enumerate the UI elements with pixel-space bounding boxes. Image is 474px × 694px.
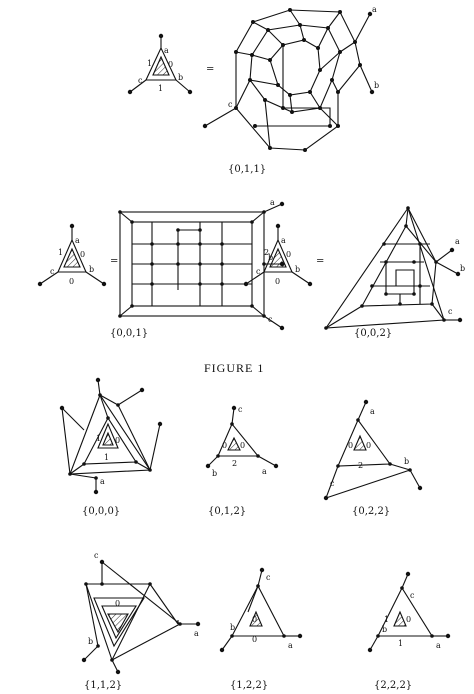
svg-text:0: 0 <box>222 441 227 450</box>
equals-sign: = <box>206 64 214 75</box>
graph-222: c b a 1 0 1 <box>367 571 451 653</box>
svg-text:1: 1 <box>104 453 109 462</box>
svg-text:b: b <box>460 264 465 273</box>
svg-text:2: 2 <box>232 459 237 468</box>
graph-000: 1 0 1 a <box>59 377 163 495</box>
svg-text:b: b <box>404 457 409 466</box>
caption-002: {0,0,2} <box>354 328 392 339</box>
caption-222: {2,2,2} <box>374 680 412 691</box>
svg-text:2: 2 <box>264 248 269 257</box>
svg-text:c: c <box>50 267 55 276</box>
svg-text:a: a <box>270 198 275 207</box>
equals-sign-3: = <box>316 256 324 267</box>
caption-012: {0,1,2} <box>208 506 246 517</box>
graph-012: c b a 0 0 2 <box>205 405 279 478</box>
equals-sign-2: = <box>110 256 118 267</box>
svg-text:1: 1 <box>398 639 403 648</box>
svg-text:1: 1 <box>158 84 163 93</box>
svg-text:b: b <box>89 265 94 274</box>
svg-text:b: b <box>374 81 379 90</box>
svg-text:a: a <box>100 477 105 486</box>
svg-text:b: b <box>212 469 217 478</box>
svg-text:b: b <box>178 73 183 82</box>
svg-text:2: 2 <box>358 461 363 470</box>
svg-text:1: 1 <box>58 248 63 257</box>
svg-text:0: 0 <box>348 441 353 450</box>
svg-text:b: b <box>230 623 235 632</box>
graph-022: a b c 0 0 2 <box>323 399 423 501</box>
svg-text:b: b <box>295 265 300 274</box>
svg-text:0: 0 <box>69 277 74 286</box>
svg-text:c: c <box>228 100 233 109</box>
graph-122: c b a 0 0 <box>219 567 303 653</box>
svg-text:0: 0 <box>80 250 85 259</box>
svg-text:b: b <box>88 637 93 646</box>
figure-label: FIGURE 1 <box>204 361 264 375</box>
svg-text:a: a <box>194 629 199 638</box>
svg-text:a: a <box>164 46 169 55</box>
svg-text:0: 0 <box>115 436 120 445</box>
graph-001: a b c <box>118 198 285 331</box>
svg-text:c: c <box>138 76 143 85</box>
svg-text:0: 0 <box>252 615 257 624</box>
svg-text:0: 0 <box>168 60 173 69</box>
svg-text:b: b <box>382 625 387 634</box>
caption-112: {1,1,2} <box>84 680 122 691</box>
svg-text:c: c <box>448 307 453 316</box>
svg-text:a: a <box>288 641 293 650</box>
svg-text:0: 0 <box>366 441 371 450</box>
svg-text:c: c <box>266 573 271 582</box>
caption-011: {0,1,1} <box>228 164 266 175</box>
caption-122: {1,2,2} <box>230 680 268 691</box>
svg-text:c: c <box>410 591 415 600</box>
svg-text:0: 0 <box>406 615 411 624</box>
graph-002: a b c <box>324 206 465 330</box>
svg-text:1: 1 <box>384 615 389 624</box>
caption-022: {0,2,2} <box>352 506 390 517</box>
svg-text:0: 0 <box>115 599 120 608</box>
svg-text:c: c <box>256 267 261 276</box>
graph-011: a b c <box>202 5 379 152</box>
svg-text:a: a <box>372 5 377 14</box>
caption-001: {0,0,1} <box>110 328 148 339</box>
svg-text:a: a <box>455 237 460 246</box>
gadget-002: a b c 2 0 0 <box>243 223 313 287</box>
svg-text:a: a <box>75 236 80 245</box>
graph-112: c b a 0 <box>81 551 201 675</box>
svg-text:c: c <box>238 405 243 414</box>
svg-text:1: 1 <box>147 59 152 68</box>
svg-text:0: 0 <box>275 277 280 286</box>
gadget-011: a b c 1 0 1 <box>127 33 193 95</box>
svg-text:0: 0 <box>286 250 291 259</box>
caption-000: {0,0,0} <box>82 506 120 517</box>
svg-text:a: a <box>262 467 267 476</box>
gadget-001: a b c 1 0 0 <box>37 223 107 287</box>
svg-text:a: a <box>436 641 441 650</box>
svg-text:0: 0 <box>240 441 245 450</box>
svg-text:1: 1 <box>96 434 101 443</box>
svg-text:0: 0 <box>252 635 257 644</box>
svg-text:c: c <box>268 315 273 324</box>
svg-text:a: a <box>370 407 375 416</box>
svg-text:c: c <box>94 551 99 560</box>
svg-text:a: a <box>281 236 286 245</box>
svg-text:c: c <box>330 479 335 488</box>
